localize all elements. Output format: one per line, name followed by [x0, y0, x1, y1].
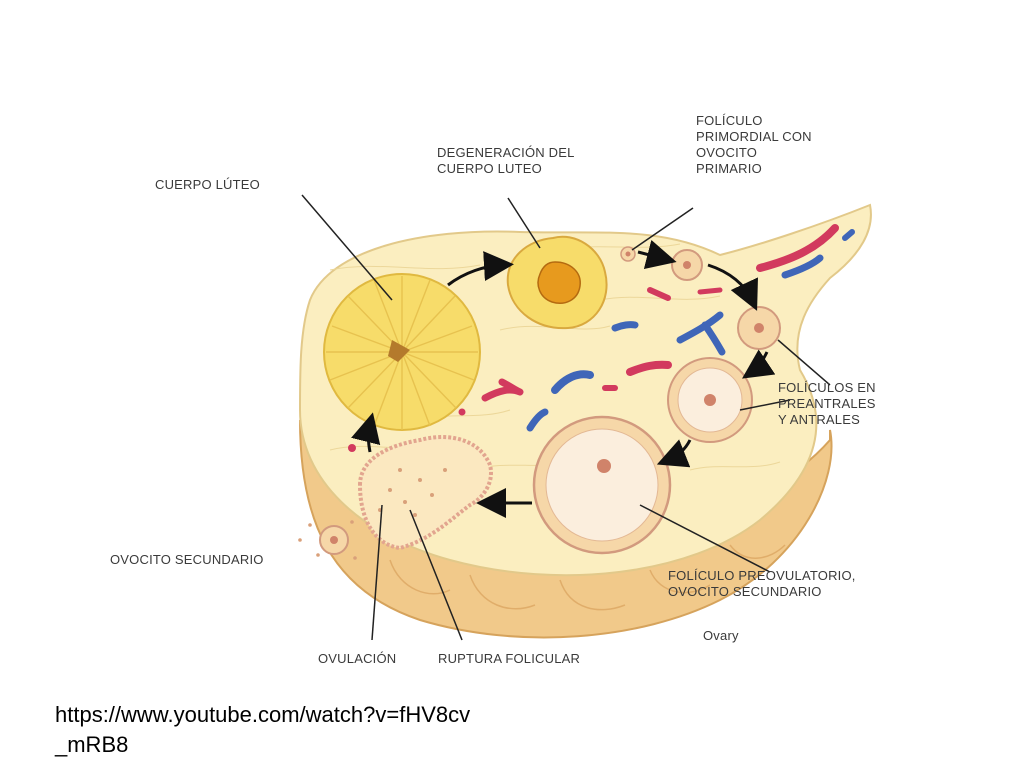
label-cuerpo-luteo: CUERPO LÚTEO [155, 177, 260, 192]
vessel-blue [611, 321, 639, 332]
corpus-luteum [323, 273, 481, 431]
vessel-blue [526, 408, 549, 432]
label-ovocito-secundario: OVOCITO SECUNDARIO [110, 552, 264, 567]
antral-follicle [667, 357, 753, 443]
label-line: DEGENERACIÓN DEL [437, 145, 575, 160]
vessel-red [697, 287, 723, 295]
vessel-blue [781, 254, 824, 279]
label-ovary: Ovary [703, 628, 739, 643]
ruptured-follicle [357, 435, 493, 551]
vessel-red [756, 224, 839, 272]
leader-lines [301, 194, 831, 641]
label-line: FOLÍCULO PREOVULATORIO, [668, 568, 856, 583]
label-line: CUERPO LUTEO [437, 161, 542, 176]
source-url-line[interactable]: _mRB8 [55, 732, 129, 757]
blood-vessels [348, 224, 855, 452]
label-degeneracion: DEGENERACIÓN DEL CUERPO LUTEO [437, 145, 575, 177]
label-ruptura: RUPTURA FOLICULAR [438, 651, 581, 666]
label-line: PREANTRALES [778, 396, 876, 411]
vessel-blue [551, 370, 594, 394]
cycle-arrows [351, 239, 776, 518]
label-line: OVOCITO SECUNDARIO [668, 584, 822, 599]
label-line: Y ANTRALES [778, 412, 860, 427]
source-url[interactable]: https://www.youtube.com/watch?v=fHV8cv _… [55, 700, 575, 760]
released-oocyte [298, 520, 357, 560]
vessel-red [626, 360, 672, 376]
label-ovulacion: OVULACIÓN [318, 651, 397, 666]
vessel-red [647, 287, 671, 301]
label-line: PRIMARIO [696, 161, 762, 176]
label-line: FOLÍCULOS EN [778, 380, 876, 395]
vessel-red [481, 378, 524, 402]
preovulatory-follicle [532, 415, 672, 555]
primary-follicle [671, 249, 703, 281]
primordial-follicle [620, 246, 636, 262]
label-line: OVOCITO [696, 145, 758, 160]
label-line: FOLÍCULO [696, 113, 763, 128]
source-url-line[interactable]: https://www.youtube.com/watch?v=fHV8cv [55, 702, 471, 727]
degenerating-corpus-luteum [506, 235, 608, 330]
secondary-follicle [737, 306, 781, 350]
label-preantrales: FOLÍCULOS EN PREANTRALES Y ANTRALES [778, 380, 876, 428]
label-primordial: FOLÍCULO PRIMORDIAL CON OVOCITO PRIMARIO [696, 113, 812, 177]
vessel-blue [676, 311, 726, 356]
vessel-blue [842, 229, 855, 241]
label-preovulatorio: FOLÍCULO PREOVULATORIO, OVOCITO SECUNDAR… [668, 568, 856, 600]
label-line: PRIMORDIAL CON [696, 129, 812, 144]
